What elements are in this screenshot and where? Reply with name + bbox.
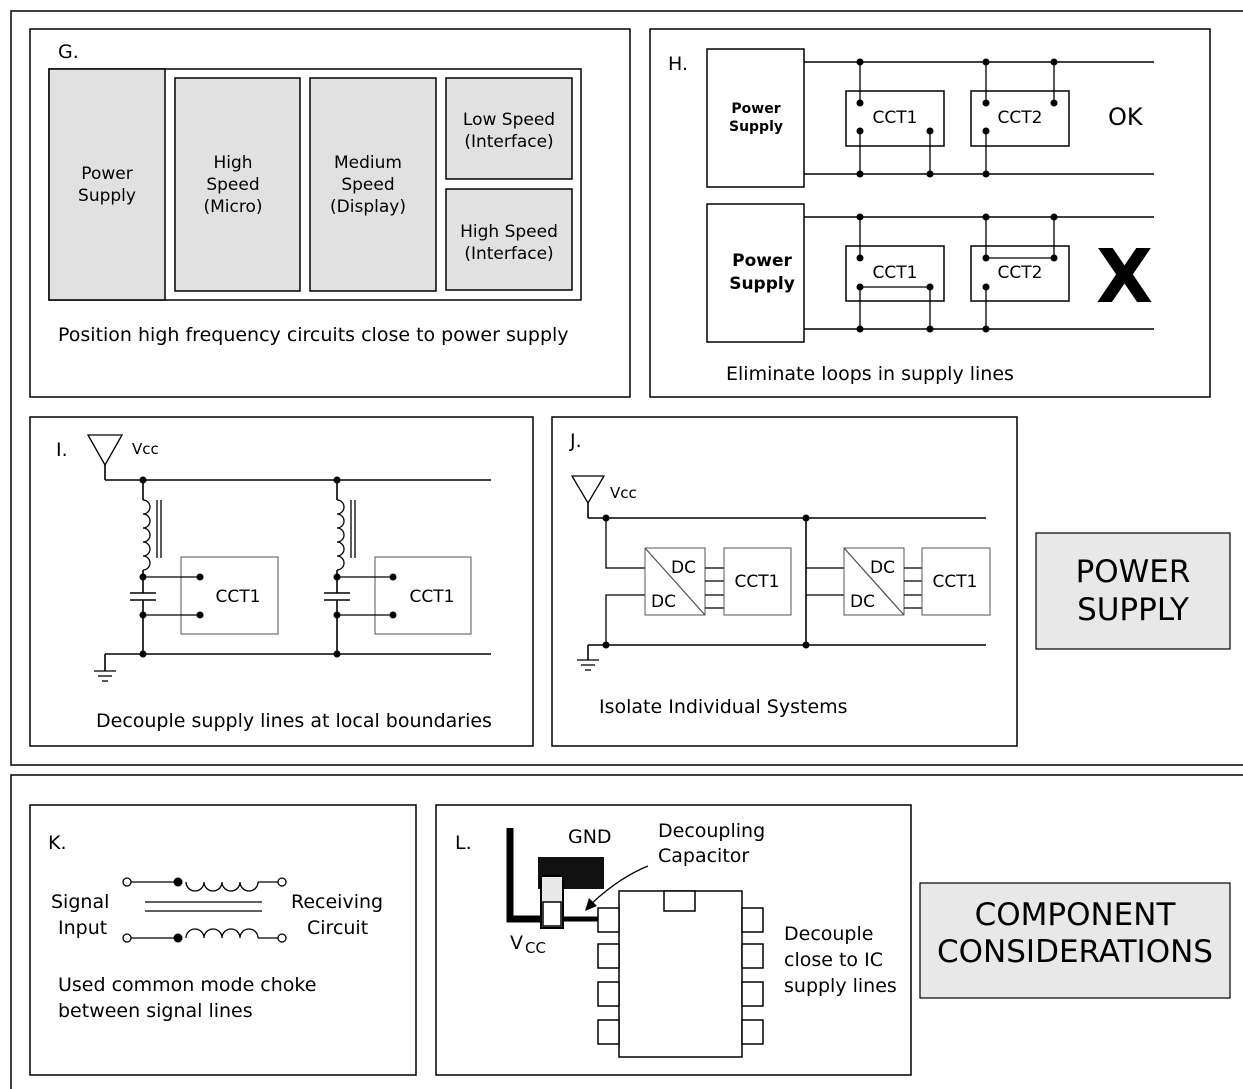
- i-cct1-box-2: [374, 556, 472, 635]
- j-dc-in-1: DC: [671, 558, 696, 578]
- component-section-label: COMPONENT CONSIDERATIONS: [919, 882, 1231, 999]
- block-medium-speed-display: [309, 77, 437, 292]
- g-highif-l2: (Interface): [464, 244, 553, 264]
- k-caption-l2: between signal lines: [58, 1000, 253, 1022]
- l-cap-l2: Capacitor: [658, 845, 749, 867]
- h-power-supply-top: [706, 48, 805, 188]
- i-stage-1: CCT1: [130, 476, 279, 658]
- g-highif-l1: High Speed: [460, 222, 558, 242]
- i-cct1-box-1: [180, 556, 279, 635]
- j-cct1-label-2: CCT1: [933, 572, 978, 592]
- power-supply-section-label: POWER SUPPLY: [1035, 532, 1231, 650]
- panel-l-letter: L.: [455, 832, 472, 854]
- h-cct1-bottom: [845, 245, 945, 302]
- j-dc-out-1: DC: [651, 592, 676, 612]
- l-gnd-label: GND: [568, 826, 612, 848]
- h-cct2-bottom: [970, 245, 1070, 302]
- k-left-l1: Signal: [51, 891, 109, 913]
- g-medium-l3: (Display): [330, 197, 406, 217]
- j-cct1-box-1: [723, 547, 792, 616]
- panel-h-caption: Eliminate loops in supply lines: [726, 363, 1014, 385]
- h-power-supply-bottom: [706, 203, 805, 343]
- panel-h: H. Power Supply CCT1 CCT2 OK Power Suppl…: [649, 28, 1211, 398]
- h-cct1-bottom-label: CCT1: [873, 263, 918, 283]
- g-power-l2: Supply: [78, 186, 136, 206]
- l-ic-package: [618, 890, 743, 1058]
- g-medium-l1: Medium: [334, 153, 402, 173]
- l-note-l1: Decouple: [784, 923, 873, 945]
- panel-h-letter: H.: [668, 53, 688, 75]
- panel-j: J. Vcc DC DC CCT1: [551, 416, 1018, 747]
- h-cct1-top-label: CCT1: [873, 108, 918, 128]
- i-stage-2: CCT1: [324, 476, 472, 658]
- h-ps-top-l1: Power: [731, 101, 780, 117]
- g-medium-l2: Speed: [341, 175, 394, 195]
- component-section-frame: [10, 774, 1243, 1089]
- j-dc-in-2: DC: [870, 558, 895, 578]
- panel-j-letter: J.: [569, 430, 582, 452]
- k-caption-l1: Used common mode choke: [58, 974, 316, 996]
- panel-k-letter: K.: [48, 832, 67, 854]
- i-inductor-1: [142, 499, 151, 571]
- g-low-l2: (Interface): [464, 132, 553, 152]
- g-power-l1: Power: [81, 164, 132, 184]
- panel-j-caption: Isolate Individual Systems: [599, 696, 848, 718]
- h-bad-mark: X: [1096, 234, 1153, 320]
- j-vcc-symbol: [570, 475, 606, 505]
- k-right-l2: Circuit: [307, 917, 368, 939]
- panel-g-caption: Position high frequency circuits close t…: [58, 324, 569, 346]
- power-label-l1: POWER: [1076, 554, 1191, 590]
- h-ok-label: OK: [1108, 103, 1144, 131]
- j-dc-out-2: DC: [850, 592, 875, 612]
- l-vcc-v: V: [510, 932, 523, 954]
- i-vcc-label: Vcc: [132, 440, 159, 458]
- h-ps-bot-l2: Supply: [729, 274, 795, 294]
- block-high-speed-interface: [445, 188, 573, 291]
- j-cct1-box-2: [921, 547, 991, 616]
- j-vcc-label: Vcc: [610, 484, 637, 502]
- j-stage-1: DC DC CCT1: [602, 514, 792, 649]
- l-cap-l1: Decoupling: [658, 820, 765, 842]
- panel-g: G. Power Supply High Speed (Micro) Mediu…: [29, 28, 631, 398]
- h-cct2-top-label: CCT2: [998, 108, 1043, 128]
- i-cct1-label-1: CCT1: [216, 587, 261, 607]
- i-vcc-symbol: [86, 434, 124, 467]
- block-power-supply: [48, 68, 166, 301]
- component-label-l1: COMPONENT: [975, 897, 1177, 933]
- h-cct1-top: [845, 90, 945, 147]
- component-label-l2: CONSIDERATIONS: [937, 934, 1213, 970]
- panel-k: K. Signal Input Receiving Circuit Used c…: [29, 804, 417, 1076]
- h-ps-top-l2: Supply: [729, 119, 783, 135]
- g-high-l1: High: [213, 153, 252, 173]
- g-high-l2: Speed: [206, 175, 259, 195]
- power-section-frame: [10, 10, 1243, 766]
- j-stage-2: DC DC CCT1: [802, 514, 991, 649]
- g-high-l3: (Micro): [203, 197, 262, 217]
- i-cct1-label-2: CCT1: [410, 587, 455, 607]
- h-cct2-bottom-label: CCT2: [998, 263, 1043, 283]
- i-inductor-2: [336, 499, 345, 571]
- k-right-l1: Receiving: [291, 891, 383, 913]
- block-low-speed-interface: [445, 77, 573, 180]
- l-vcc-sub: CC: [525, 939, 546, 957]
- block-high-speed-micro: [174, 77, 301, 292]
- l-pointer: [589, 865, 649, 906]
- panel-i-caption: Decouple supply lines at local boundarie…: [96, 710, 492, 732]
- k-left-l2: Input: [58, 917, 107, 939]
- g-low-l1: Low Speed: [463, 110, 555, 130]
- panel-l: L. GND Decoupling Capacitor V CC Decoupl…: [435, 804, 912, 1076]
- l-note-l2: close to IC: [784, 949, 883, 971]
- h-ps-bot-l1: Power: [732, 251, 792, 271]
- j-cct1-label-1: CCT1: [735, 572, 780, 592]
- panel-i-letter: I.: [56, 439, 68, 461]
- h-cct2-top: [970, 90, 1070, 147]
- l-note-l3: supply lines: [784, 975, 897, 997]
- panel-i: I. Vcc CCT1: [29, 416, 534, 747]
- panel-g-letter: G.: [58, 41, 79, 63]
- power-label-l2: SUPPLY: [1077, 592, 1189, 628]
